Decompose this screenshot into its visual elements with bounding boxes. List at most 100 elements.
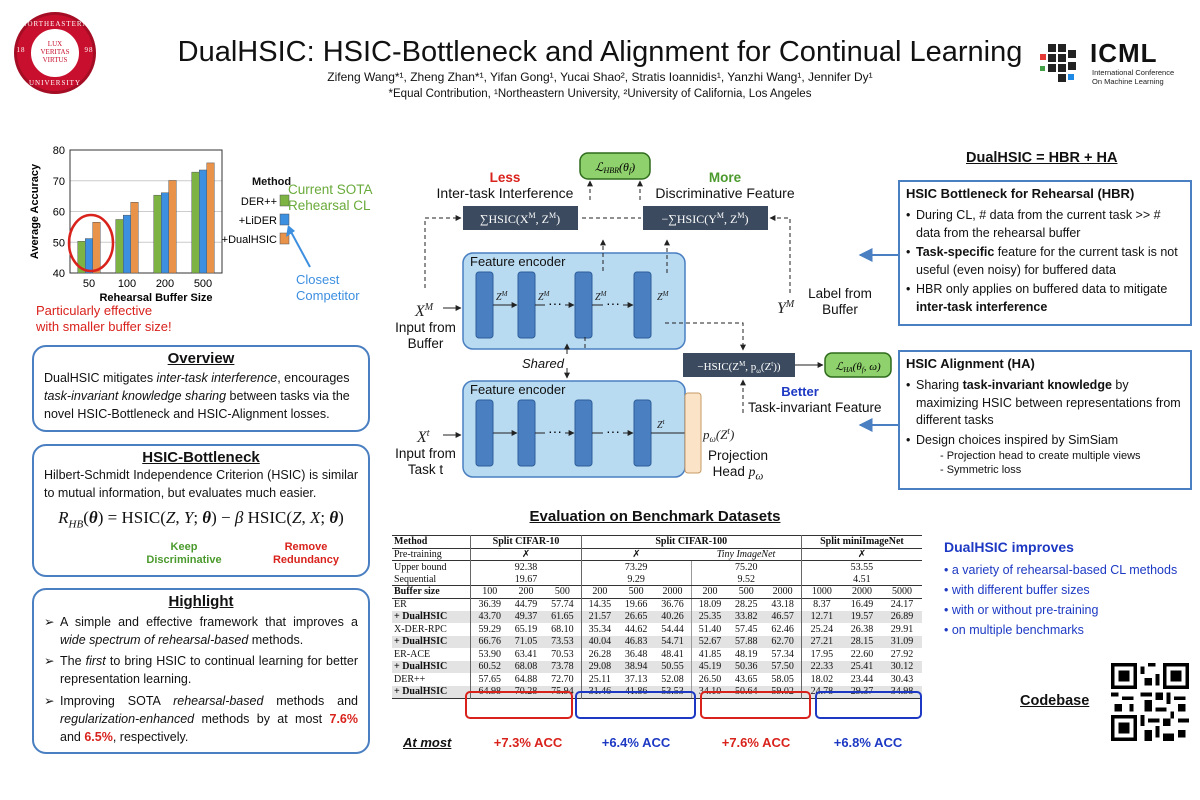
- table-cell: 2000: [654, 585, 692, 599]
- table-cell: 48.19: [735, 648, 758, 660]
- table-cell: 200: [507, 585, 545, 599]
- table-cell: 38.94: [618, 660, 655, 673]
- improves-item: • on multiple benchmarks: [944, 623, 1084, 637]
- bar-dualhsic: [168, 180, 177, 274]
- svg-text:YM: YM: [777, 299, 795, 317]
- table-cell: 4.51: [801, 573, 922, 586]
- table-cell: 200: [581, 585, 619, 599]
- highlight-title: Highlight: [168, 593, 234, 610]
- table-cell: 2000: [842, 585, 882, 599]
- table-cell: 57.50: [764, 660, 802, 673]
- table-cell: 53.55: [850, 561, 874, 573]
- table-cell: 19.57: [842, 610, 882, 623]
- bar-lider: [199, 169, 207, 274]
- table-cell: 57.34: [764, 648, 802, 661]
- table-cell: 9.52: [691, 573, 802, 586]
- table-cell: ✗: [580, 548, 692, 561]
- codebase-label: Codebase: [1020, 693, 1090, 709]
- row-method: + DualHSIC: [392, 635, 472, 648]
- table-cell: 53.90: [478, 648, 501, 660]
- improves-title: DualHSIC improves: [944, 539, 1074, 555]
- shared-label: Shared: [522, 356, 564, 371]
- hbr-arrow-icon: [858, 248, 898, 262]
- legend-label: +LiDER: [239, 215, 277, 227]
- architecture-diagram: ℒHBR(θf) ∑HSIC(XM, ZM) −∑HSIC(YM, ZM) ··…: [414, 152, 892, 478]
- table-cell: 50.36: [728, 660, 765, 673]
- table-cell: 58.05: [764, 673, 802, 686]
- table-cell: 40.26: [654, 610, 692, 623]
- table-cell: 25.11: [588, 673, 611, 685]
- table-cell: 26.65: [618, 610, 655, 623]
- table-cell: 73.78: [544, 660, 582, 673]
- row-method: + DualHSIC: [392, 610, 472, 623]
- table-cell: ✗: [801, 548, 922, 561]
- table-cell: 16.49: [850, 599, 874, 610]
- table-cell: 51.40: [698, 623, 722, 635]
- table-cell: 73.53: [544, 635, 582, 648]
- table-cell: 59.29: [478, 623, 501, 635]
- at-most-label: At most: [403, 735, 452, 750]
- table-cell: 21.57: [581, 610, 619, 623]
- table-cell: 43.65: [735, 673, 758, 685]
- table-cell: 12.71: [801, 610, 843, 623]
- gain-cifar10: +7.3% ACC: [493, 735, 563, 750]
- legend-title: Method: [252, 176, 292, 188]
- hbr-bullet-2: •Task-specific feature for the current t…: [906, 245, 1178, 277]
- table-cell: 25.41: [842, 660, 882, 673]
- column-header-dataset: Split CIFAR-100: [581, 535, 802, 549]
- table-cell: 44.62: [624, 623, 648, 635]
- seal-ring-top: NORTHEASTERN: [21, 20, 89, 28]
- row-method: + DualHSIC: [392, 685, 472, 699]
- row-label: Sequential: [392, 573, 472, 586]
- column-header-method: Method: [392, 535, 472, 549]
- table-cell: 24.17: [890, 599, 914, 610]
- row-method: X-DER-RPC: [392, 623, 472, 636]
- seal-year-right: 98: [84, 46, 94, 54]
- hbr-bullet-1: •During CL, # data from the current task…: [906, 208, 1161, 240]
- better-label: Better: [781, 384, 819, 399]
- highlight-panel: Highlight ➢A simple and effective framew…: [32, 588, 370, 754]
- table-cell: 61.65: [544, 610, 582, 623]
- table-cell: 28.25: [735, 599, 758, 610]
- improves-item: • with different buffer sizes: [944, 583, 1090, 597]
- seal-motto: LUX VERITAS VIRTUS: [40, 40, 70, 64]
- hsic-xm-box: [463, 206, 578, 230]
- table-cell: 18.02: [810, 673, 834, 685]
- table-cell: 28.15: [842, 635, 882, 648]
- table-cell: 37.13: [624, 673, 648, 685]
- table-cell: 23.44: [850, 673, 874, 685]
- table-cell: 57.74: [544, 598, 582, 611]
- table-cell: 54.44: [654, 623, 692, 636]
- table-cell: 57.45: [735, 623, 758, 635]
- table-cell: 2000: [764, 585, 802, 599]
- svg-text:···: ···: [606, 295, 620, 311]
- l-hbr-box: [579, 152, 651, 180]
- table-cell: 25.24: [810, 623, 834, 635]
- table-cell: 66.76: [470, 635, 508, 648]
- y-tick-label: 40: [53, 268, 65, 280]
- table-cell: 30.43: [890, 673, 914, 685]
- x-tick-label: 200: [156, 278, 174, 290]
- table-cell: 22.33: [801, 660, 843, 673]
- hsic-xm-label: ∑HSIC(XM, ZM): [480, 211, 560, 226]
- hsic-ym-label: −∑HSIC(YM, ZM): [662, 211, 749, 226]
- university-seal-logo: NORTHEASTERN LUX VERITAS VIRTUS 18 98 UN…: [14, 12, 96, 94]
- bar-lider: [161, 192, 169, 274]
- bar-lider: [85, 238, 93, 274]
- ha-arrow-icon: [858, 418, 898, 432]
- poster-title: DualHSIC: HSIC-Bottleneck and Alignment …: [177, 36, 1023, 68]
- ha-bullet-1: •Sharing task-invariant knowledge by max…: [906, 378, 1181, 427]
- evaluation-title: Evaluation on Benchmark Datasets: [529, 508, 781, 525]
- svg-text:···: ···: [548, 295, 562, 311]
- table-cell: 57.88: [728, 635, 765, 648]
- task-invariant-label: Task-invariant Feature: [748, 400, 882, 415]
- table-cell: 33.82: [728, 610, 765, 623]
- ha-sub-2: - Symmetric loss: [940, 464, 1022, 477]
- hsic-bottleneck-panel: HSIC-Bottleneck Hilbert-Schmidt Independ…: [32, 444, 370, 577]
- qr-code-icon[interactable]: [1111, 663, 1189, 741]
